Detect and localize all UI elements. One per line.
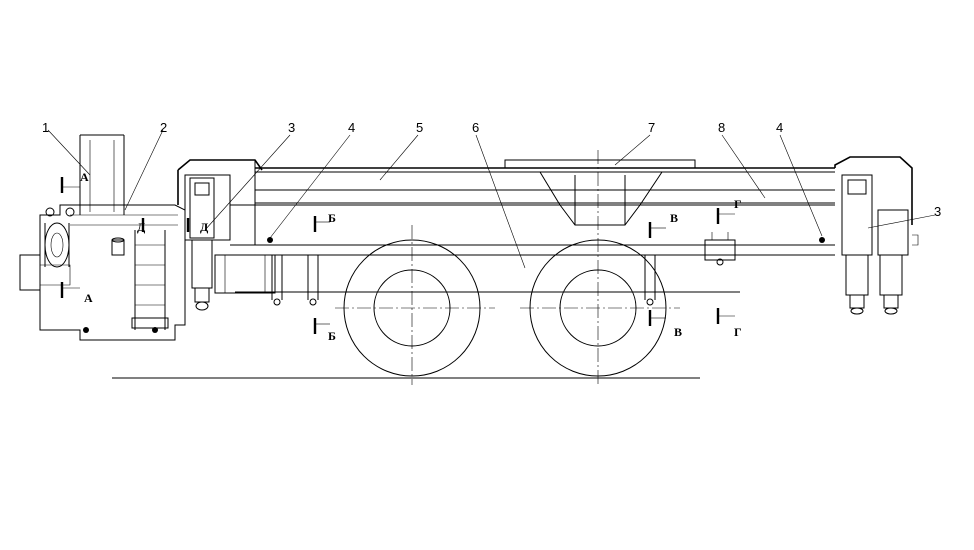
callout-8: 8 — [718, 120, 725, 135]
callout-3-left: 3 — [288, 120, 295, 135]
leader-lines — [47, 129, 936, 269]
callout-4-right: 4 — [776, 120, 783, 135]
section-b-bottom: Б — [328, 329, 336, 343]
section-g-top: Г — [734, 197, 742, 211]
section-d-right: Д — [200, 220, 209, 234]
section-a-top: А — [80, 170, 89, 184]
callout-2: 2 — [160, 120, 167, 135]
callout-3-right: 3 — [934, 204, 941, 219]
section-markers — [60, 177, 735, 334]
main-frame — [230, 160, 835, 293]
callout-7: 7 — [648, 120, 655, 135]
section-g-bottom: Г — [734, 325, 742, 339]
turntable-assembly — [504, 159, 696, 226]
callout-4-left: 4 — [348, 120, 355, 135]
section-a-bottom: А — [84, 291, 93, 305]
section-b-top: Б — [328, 211, 336, 225]
callout-5: 5 — [416, 120, 423, 135]
cab-front-assembly — [19, 134, 186, 341]
front-outrigger — [177, 159, 263, 311]
callout-6: 6 — [472, 120, 479, 135]
section-v-bottom: В — [674, 325, 682, 339]
section-d-left: Д — [137, 220, 146, 234]
rear-outriggers — [834, 156, 919, 315]
callout-1: 1 — [42, 120, 49, 135]
center-lines — [335, 150, 680, 385]
section-v-top: В — [670, 211, 678, 225]
crossmember-brackets — [214, 232, 825, 306]
